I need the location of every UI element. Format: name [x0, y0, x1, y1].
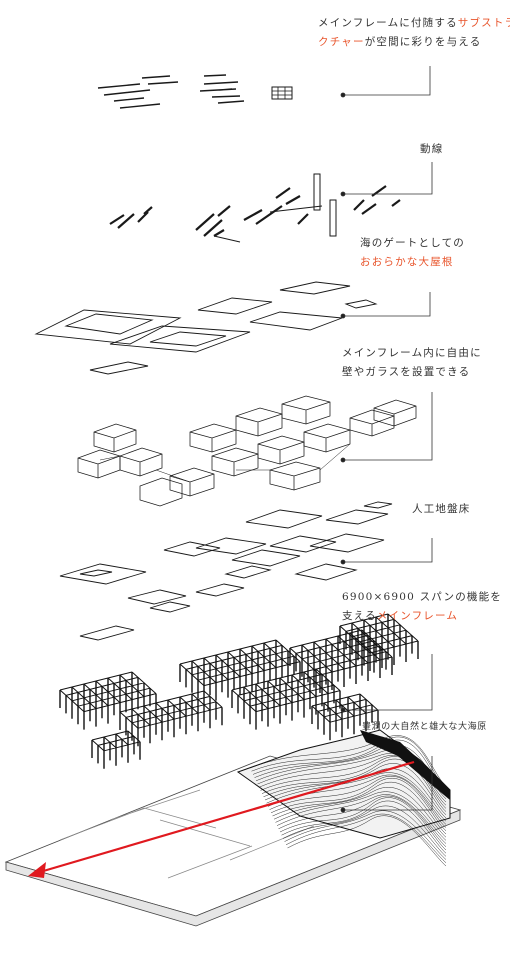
ocean-direction-arrow	[39, 760, 415, 874]
label-walls-line1: メインフレーム内に自由に	[342, 347, 482, 359]
label-mainframe-line1: 6900×6900 スパンの機能を	[342, 591, 503, 603]
contour-line	[281, 800, 447, 854]
label-walls-line2: 壁やガラスを設置できる	[342, 366, 471, 378]
main-frame-layer	[59, 613, 419, 769]
contour-line	[266, 772, 447, 822]
contour-line	[272, 781, 447, 835]
contour-line	[275, 791, 447, 841]
site-layer	[4, 729, 462, 927]
contour-line	[269, 776, 447, 828]
contour-line	[258, 755, 447, 806]
contour-line	[284, 810, 447, 860]
label-ground: 人工地盤床	[412, 500, 471, 519]
substructure-layer	[97, 74, 293, 109]
label-walls: メインフレーム内に自由に 壁やガラスを設置できる	[342, 344, 482, 382]
label-roof-accent: おおらかな大屋根	[360, 256, 454, 268]
label-substructure-line2: が空間に彩りを与える	[364, 36, 482, 48]
contour-line	[264, 768, 447, 819]
label-circulation: 動線	[420, 140, 443, 159]
wall-frame-layer	[77, 395, 417, 507]
contour-line	[279, 797, 447, 851]
label-site-text: 豊潤の大自然と雄大な大海原	[362, 722, 487, 732]
callout-leaders	[340, 66, 433, 813]
label-substructure-accent1: サブストラ	[457, 17, 510, 29]
label-mainframe: 6900×6900 スパンの機能を 支えるメインフレーム	[342, 588, 502, 626]
contour-line	[273, 787, 447, 838]
contour-line	[263, 763, 447, 815]
label-ground-text: 人工地盤床	[412, 503, 471, 515]
arrowhead	[28, 862, 46, 878]
ground-slab-layer	[59, 501, 393, 641]
contour-line	[285, 814, 447, 863]
contour-line	[278, 795, 447, 847]
label-mainframe-accent: メインフレーム	[376, 610, 459, 622]
label-roof-line1: 海のゲートとしての	[360, 237, 465, 249]
contour-line	[276, 794, 447, 844]
label-substructure: メインフレームに付随するサブストラ クチャーが空間に彩りを与える	[318, 14, 510, 52]
label-substructure-line1: メインフレームに付随する	[318, 17, 458, 29]
contour-line	[261, 758, 447, 812]
contour-line	[270, 778, 447, 831]
label-circulation-text: 動線	[420, 143, 444, 155]
contour-line	[287, 815, 447, 867]
label-substructure-accent2: クチャー	[318, 36, 365, 48]
label-site: 豊潤の大自然と雄大な大海原	[362, 718, 487, 737]
circulation-layer	[109, 173, 401, 243]
label-roof: 海のゲートとしての おおらかな大屋根	[360, 234, 465, 272]
label-mainframe-line2: 支える	[342, 610, 377, 622]
contour-line	[260, 756, 447, 809]
roof-layer	[34, 281, 378, 375]
